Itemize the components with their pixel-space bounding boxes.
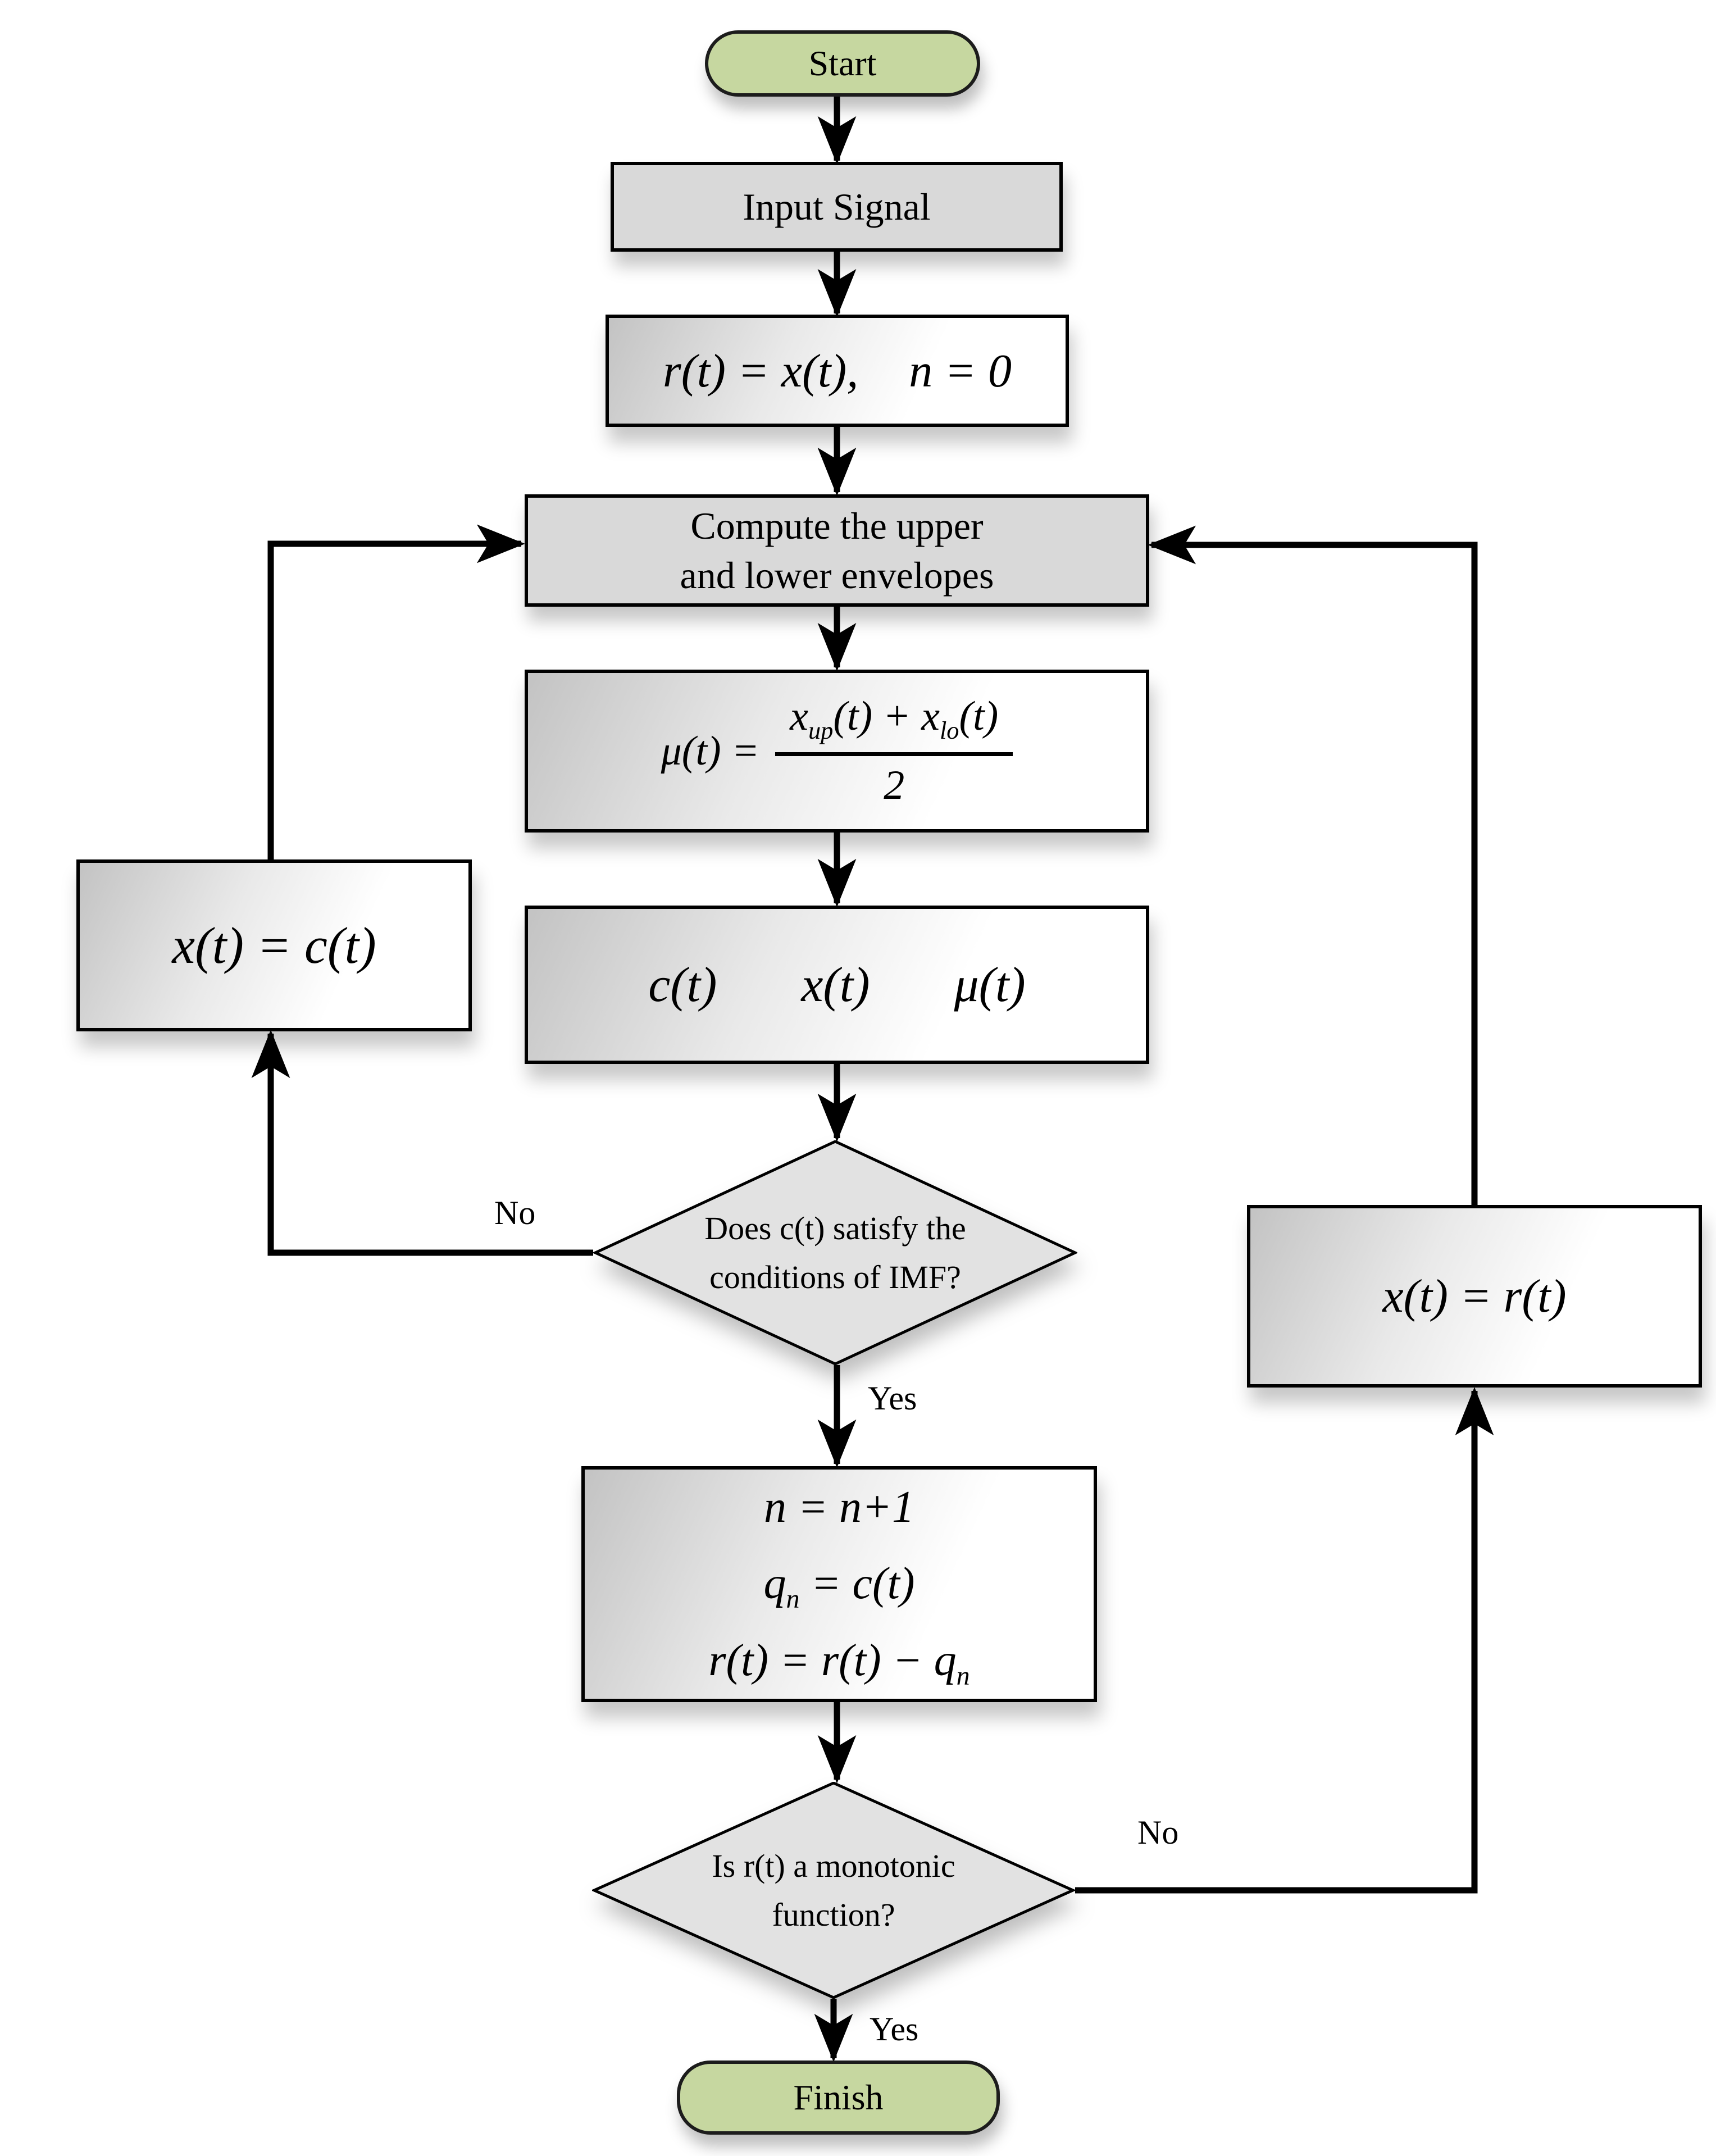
imf-line1: Does c(t) satisfy the	[704, 1210, 966, 1247]
node-finish: Finish	[677, 2061, 1000, 2135]
mono-diamond-shape	[592, 1782, 1075, 1999]
sift-line2-sub: n	[786, 1584, 800, 1614]
mean-num-x1: x	[790, 693, 808, 739]
envelopes-line2: and lower envelopes	[680, 554, 994, 597]
mean-lhs: μ(t) =	[661, 727, 760, 774]
node-init: r(t) = x(t), n = 0	[606, 315, 1069, 427]
subtract-term-mu: μ(t)	[954, 957, 1026, 1012]
node-assign-r: x(t) = r(t)	[1247, 1205, 1702, 1388]
mono-line2: function?	[772, 1896, 895, 1933]
node-mean: μ(t) = xup(t) + xlo(t) 2	[525, 670, 1149, 833]
node-subtract: c(t) x(t) μ(t)	[525, 906, 1149, 1064]
imf-diamond-shape	[593, 1140, 1077, 1365]
mean-fraction: xup(t) + xlo(t) 2	[775, 693, 1013, 810]
sift-line2-rest: = c(t)	[799, 1559, 915, 1609]
node-input-signal: Input Signal	[611, 162, 1063, 252]
node-imf-decision: Does c(t) satisfy the conditions of IMF?	[593, 1140, 1077, 1365]
mean-numerator: xup(t) + xlo(t)	[775, 693, 1013, 757]
sift-line3: r(t) = r(t) − qn	[708, 1622, 969, 1699]
input-signal-label: Input Signal	[743, 185, 931, 228]
init-formula-right: n = 0	[909, 344, 1012, 397]
mono-decision-text: Is r(t) a monotonic function?	[712, 1841, 955, 1939]
label-mono-no: No	[1137, 1814, 1179, 1851]
node-mono-decision: Is r(t) a monotonic function?	[592, 1782, 1075, 1999]
mono-line1: Is r(t) a monotonic	[712, 1848, 955, 1884]
node-assign-c: x(t) = c(t)	[76, 859, 472, 1031]
mean-denominator: 2	[884, 762, 905, 809]
label-imf-no: No	[494, 1194, 536, 1231]
sift-line1: n = n+1	[764, 1482, 914, 1532]
node-sift: n = n+1 qn = c(t) r(t) = r(t) − qn	[581, 1466, 1097, 1702]
subtract-term-x: x(t)	[801, 957, 870, 1012]
init-formula-left: r(t) = x(t),	[663, 344, 859, 397]
label-mono-yes: Yes	[870, 2011, 919, 2048]
envelopes-line1: Compute the upper	[690, 504, 984, 547]
sift-line2-base: q	[763, 1559, 786, 1609]
sift-line2: qn = c(t)	[764, 1545, 915, 1622]
arrow-imf-no-to-assign-c	[251, 1030, 593, 1256]
assign-r-formula: x(t) = r(t)	[1382, 1270, 1567, 1322]
mean-num-mid: (t) + x	[833, 693, 940, 739]
sift-line3-base: r(t) = r(t) − q	[708, 1636, 957, 1685]
finish-label: Finish	[793, 2077, 884, 2117]
arrow-assign-c-to-envelopes	[267, 524, 525, 859]
subtract-tokens: c(t) x(t) μ(t)	[648, 957, 1025, 1013]
mean-num-sub-up: up	[808, 716, 834, 744]
arrow-mono-no-to-assign-r	[1075, 1387, 1494, 1894]
sift-line3-sub: n	[956, 1661, 970, 1691]
imf-line2: conditions of IMF?	[709, 1259, 961, 1295]
assign-c-formula: x(t) = c(t)	[172, 917, 376, 974]
node-start: Start	[705, 30, 980, 97]
imf-decision-text: Does c(t) satisfy the conditions of IMF?	[704, 1204, 966, 1302]
node-envelopes: Compute the upper and lower envelopes	[525, 494, 1149, 607]
arrow-assign-r-to-envelopes	[1148, 525, 1478, 1205]
mean-num-tail: (t)	[959, 693, 999, 739]
subtract-term-c: c(t)	[648, 957, 717, 1012]
label-imf-yes: Yes	[868, 1380, 917, 1417]
mean-num-sub-lo: lo	[939, 716, 959, 744]
start-label: Start	[808, 43, 877, 83]
